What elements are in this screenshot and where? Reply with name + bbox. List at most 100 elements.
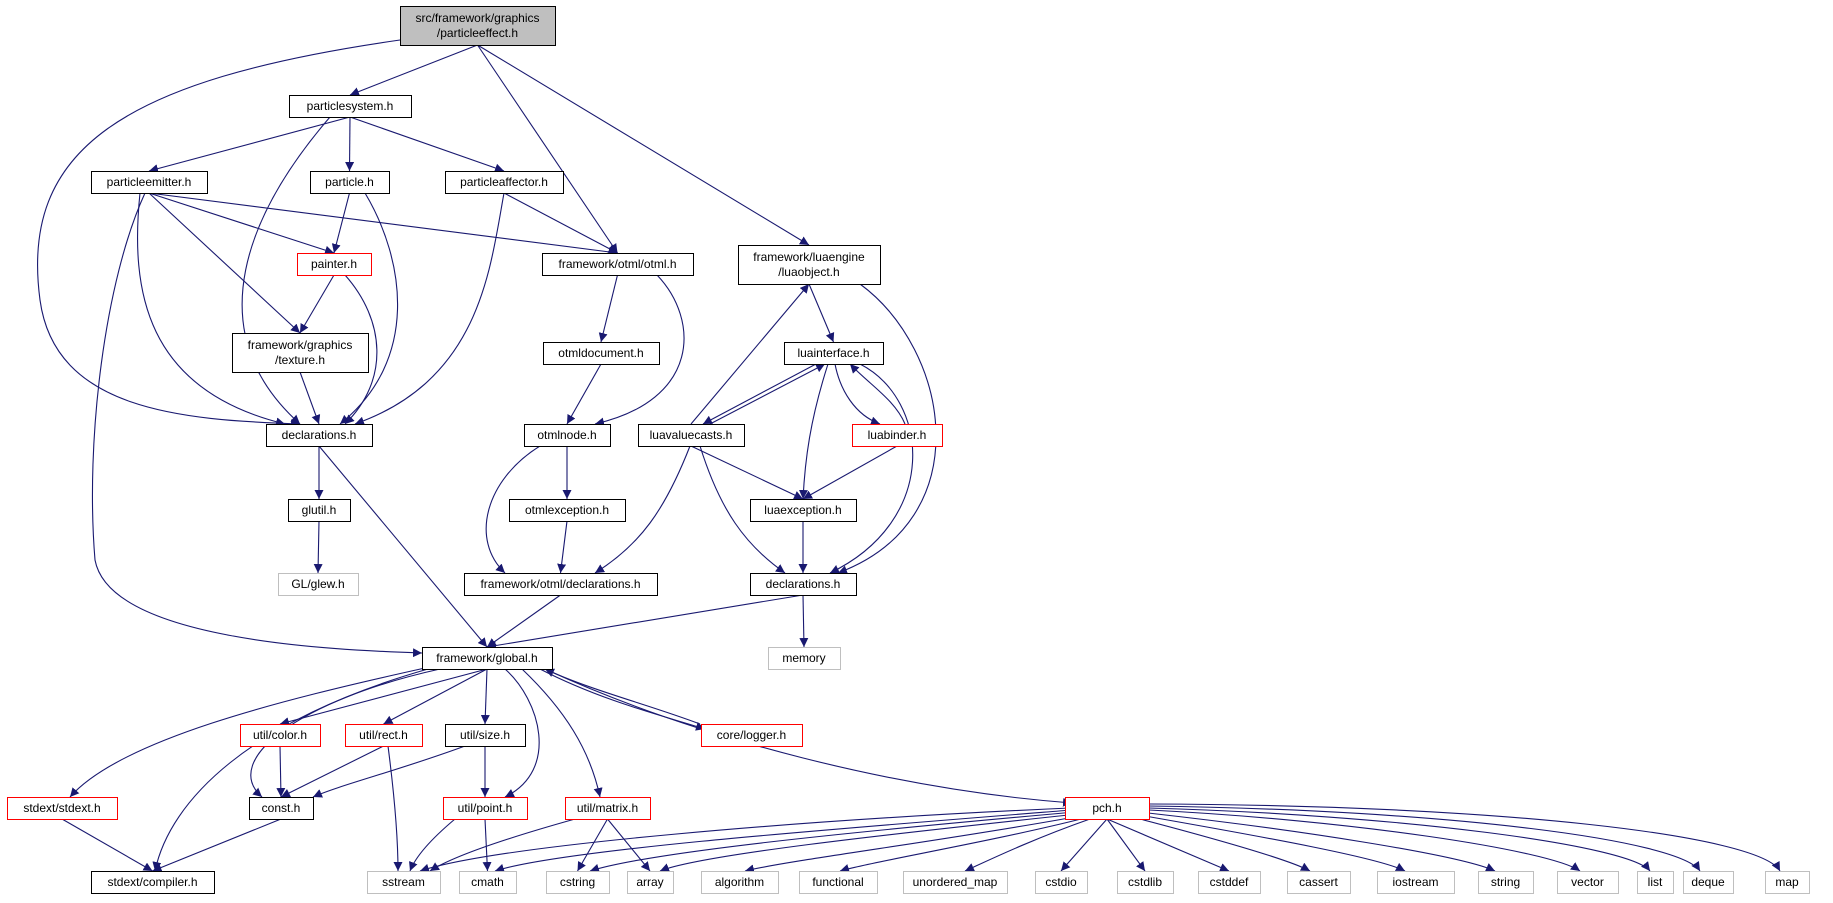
edge-pch-to-map [1148,803,1781,872]
edge-global-to-matrix [521,668,603,798]
edge-pch-to-cstddef [1106,818,1230,872]
edge-pch-to-string [1147,812,1496,872]
node-box-cmath [459,871,517,894]
node-label-array: array [636,875,663,889]
node-box-string [1478,871,1534,894]
node-size[interactable]: util/size.h [445,724,526,747]
edge-global-to-color [279,668,488,727]
node-matrix[interactable]: util/matrix.h [565,797,651,820]
edge-glutil-to-glew [313,520,323,574]
edge-pch-to-list [1148,807,1651,872]
node-label-luavaluecasts: luavaluecasts.h [650,428,733,442]
node-label-texture: framework/graphics [248,338,353,352]
edge-matrix-to-cstring [577,818,608,872]
node-algorithm[interactable]: algorithm [701,871,779,894]
node-unordered_map[interactable]: unordered_map [903,871,1008,894]
node-glutil[interactable]: glutil.h [288,499,351,522]
node-otmlnode[interactable]: otmlnode.h [524,424,611,447]
node-rect[interactable]: util/rect.h [345,724,423,747]
edge-otmlexception-to-otmldecl [557,520,568,574]
node-deque[interactable]: deque [1683,871,1734,894]
node-label-cassert: cassert [1299,875,1338,889]
edge-stdext-to-compiler [61,818,153,872]
edge-global-to-point [504,668,540,798]
node-label-deque: deque [1691,875,1725,889]
node-particleeffect[interactable]: src/framework/graphics/particleeffect.h [400,6,556,46]
node-otmldecl[interactable]: framework/otml/declarations.h [464,573,658,596]
node-ldecl[interactable]: declarations.h [750,573,857,596]
edge-particleeffect-to-gdecl [36,39,401,429]
node-box-sstream [367,871,441,894]
node-map[interactable]: map [1765,871,1810,894]
node-point[interactable]: util/point.h [443,797,528,820]
node-luaobject[interactable]: framework/luaengine/luaobject.h [738,245,881,285]
edge-painter-to-texture [299,274,335,334]
node-label-otmldecl: framework/otml/declarations.h [480,577,640,591]
node-painter[interactable]: painter.h [297,253,372,276]
node-box-matrix [565,797,651,820]
node-color[interactable]: util/color.h [240,724,321,747]
node-cstddef[interactable]: cstddef [1198,871,1261,894]
node-box-painter [297,253,372,276]
node-luavaluecasts[interactable]: luavaluecasts.h [638,424,745,447]
node-box-particle [310,171,390,194]
node-box-consth [249,797,314,820]
node-compiler[interactable]: stdext/compiler.h [91,871,215,894]
node-otml[interactable]: framework/otml/otml.h [542,253,694,276]
node-box-iostream [1377,871,1455,894]
node-memory[interactable]: memory [768,647,841,670]
node-box-stdext [7,797,118,820]
node-cstdlib[interactable]: cstdlib [1117,871,1174,894]
node-otmlexception[interactable]: otmlexception.h [509,499,626,522]
node-label-cstring: cstring [560,875,595,889]
node-cstring[interactable]: cstring [546,871,610,894]
node-otmldocument[interactable]: otmldocument.h [543,342,660,365]
node-sstream[interactable]: sstream [367,871,441,894]
node-particle[interactable]: particle.h [310,171,390,194]
node-luabinder[interactable]: luabinder.h [852,424,943,447]
node-box-particleemitter [91,171,208,194]
edge-luavaluecasts-to-otmldecl [594,445,691,574]
node-luainterface[interactable]: luainterface.h [784,342,884,365]
node-glew[interactable]: GL/glew.h [278,573,359,596]
node-pch[interactable]: pch.h [1065,797,1150,820]
node-label-logger: core/logger.h [717,728,786,742]
node-label-particleemitter: particleemitter.h [107,175,192,189]
node-iostream[interactable]: iostream [1377,871,1455,894]
node-logger[interactable]: core/logger.h [701,724,803,747]
node-particleemitter[interactable]: particleemitter.h [91,171,208,194]
node-label-particleeffect: /particleeffect.h [437,26,518,40]
node-box-array [627,871,674,894]
node-global[interactable]: framework/global.h [422,647,553,670]
edge-pch-to-cstdlib [1106,818,1146,872]
node-box-cstddef [1198,871,1261,894]
node-list[interactable]: list [1637,871,1674,894]
node-consth[interactable]: const.h [249,797,314,820]
node-box-cstdlib [1117,871,1174,894]
node-cmath[interactable]: cmath [459,871,517,894]
edge-ldecl-to-global [486,594,804,650]
node-array[interactable]: array [627,871,674,894]
node-vector[interactable]: vector [1557,871,1619,894]
node-luaexception[interactable]: luaexception.h [750,499,857,522]
node-label-cstdlib: cstdlib [1128,875,1162,889]
node-box-map [1765,871,1810,894]
node-particleaffector[interactable]: particleaffector.h [445,171,564,194]
node-cstdio[interactable]: cstdio [1035,871,1088,894]
edge-pch-to-deque [1148,805,1701,872]
node-stdext[interactable]: stdext/stdext.h [7,797,118,820]
node-gdecl[interactable]: declarations.h [266,424,373,447]
edge-luavaluecasts-to-luainterface [709,363,826,425]
node-functional[interactable]: functional [799,871,878,894]
node-label-compiler: stdext/compiler.h [107,875,197,889]
node-cassert[interactable]: cassert [1287,871,1351,894]
node-string[interactable]: string [1478,871,1534,894]
node-particlesystem[interactable]: particlesystem.h [289,95,412,118]
edge-size-to-consth [312,745,466,798]
node-label-gdecl: declarations.h [282,428,357,442]
edge-global-to-rect [383,668,488,725]
node-box-logger [701,724,803,747]
edge-consth-to-compiler [152,818,282,872]
node-texture[interactable]: framework/graphics/texture.h [232,333,369,373]
